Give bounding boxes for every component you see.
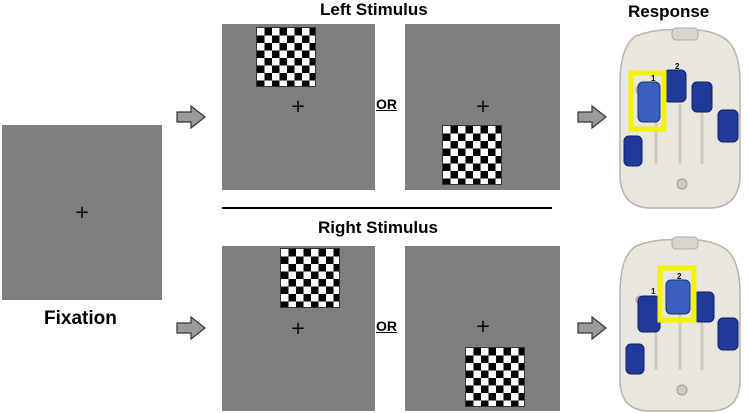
arrow-icon xyxy=(577,104,607,130)
or-label-top: OR xyxy=(376,96,397,112)
right-stimulus-title: Right Stimulus xyxy=(318,218,438,237)
button-label-1: 1 xyxy=(651,287,656,296)
right-stimulus-lower-panel: + xyxy=(405,246,560,411)
fixation-panel: + xyxy=(2,125,162,300)
fixation-cross: + xyxy=(74,202,90,223)
fixation-cross: + xyxy=(290,318,306,339)
button-label-1: 1 xyxy=(651,74,656,83)
checkerboard xyxy=(280,248,340,308)
checkerboard xyxy=(256,27,316,87)
response-pad-top xyxy=(619,27,741,209)
fixation-label: Fixation xyxy=(44,308,117,329)
right-stimulus-upper-panel: + xyxy=(222,246,375,411)
left-stimulus-upper-panel: + xyxy=(222,24,375,190)
fixation-cross: + xyxy=(475,316,491,337)
fixation-cross: + xyxy=(290,96,306,117)
arrow-icon xyxy=(176,315,206,341)
arrow-icon xyxy=(176,104,206,130)
left-stimulus-lower-panel: + xyxy=(405,24,560,190)
button-label-2: 2 xyxy=(677,272,682,281)
response-pad-bottom xyxy=(619,236,741,412)
or-label-bottom: OR xyxy=(376,318,397,334)
divider-line xyxy=(222,207,552,209)
fixation-cross: + xyxy=(475,96,491,117)
left-stimulus-title: Left Stimulus xyxy=(320,0,428,19)
response-title: Response xyxy=(628,2,710,21)
arrow-icon xyxy=(577,315,607,341)
checkerboard xyxy=(442,125,502,185)
checkerboard xyxy=(465,347,525,407)
button-label-2: 2 xyxy=(675,62,680,71)
